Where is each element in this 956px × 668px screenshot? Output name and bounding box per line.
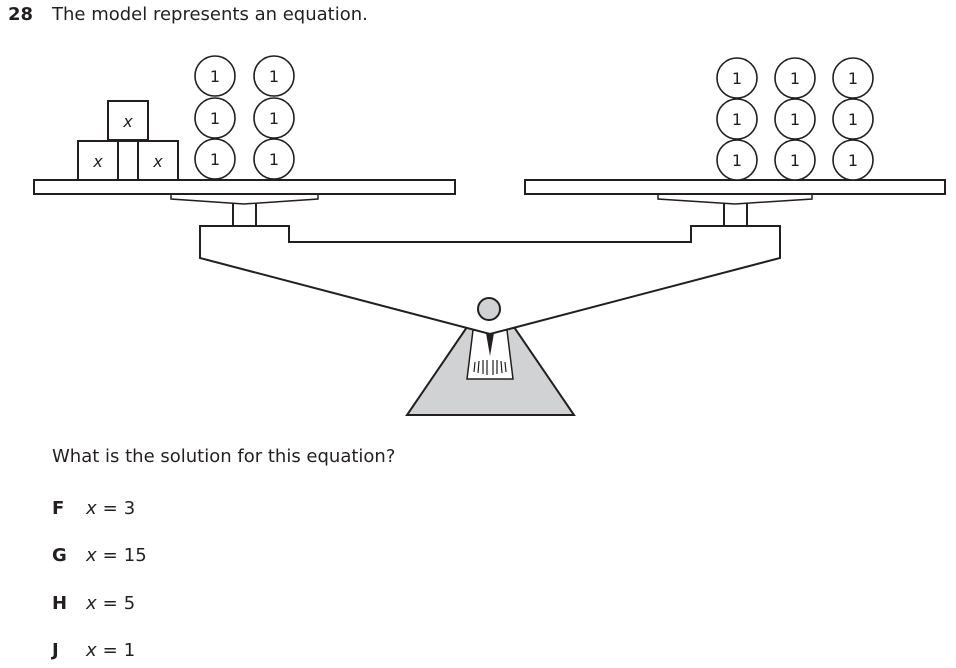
choice-value: 1 [123,640,136,661]
choice-value: 3 [123,498,136,519]
x-tile: x [107,100,149,141]
x-tile-label: x [152,152,163,171]
scale-pivot-knob [477,297,501,321]
x-tile-label: x [92,152,103,171]
choice-letter: H [52,593,68,614]
dial-needle [486,333,494,356]
left-pan-bracket [170,194,319,205]
unit-counter-label: 1 [210,67,220,86]
unit-counter-label: 1 [790,69,800,88]
left-pan [33,179,456,195]
answer-choice-f[interactable]: F x = 3 [52,498,135,519]
right-pan-bracket [657,194,813,205]
unit-counter: 1 [194,138,236,180]
balance-scale-model: x x x 1 1 1 1 1 1 1 1 1 1 1 1 1 1 1 [33,55,946,416]
unit-counter: 1 [253,55,295,97]
choice-variable: x [86,593,97,614]
choice-value: 5 [123,593,136,614]
x-tile: x [77,140,119,181]
question-number: 28 [8,4,34,25]
unit-counter: 1 [716,139,758,181]
unit-counter-label: 1 [732,151,742,170]
choice-letter: G [52,545,67,566]
unit-counter-label: 1 [269,150,279,169]
right-pan-post [723,200,748,227]
choice-equals: = [102,498,118,519]
tile-gap [117,140,139,181]
x-tile-label: x [122,112,133,131]
unit-counter: 1 [774,98,816,140]
choice-value: 15 [123,545,147,566]
unit-counter-label: 1 [848,151,858,170]
unit-counter-label: 1 [210,150,220,169]
unit-counter: 1 [253,97,295,139]
unit-counter: 1 [253,138,295,180]
unit-counter-label: 1 [848,110,858,129]
unit-counter-label: 1 [732,69,742,88]
choice-letter: F [52,498,65,519]
unit-counter: 1 [774,139,816,181]
unit-counter: 1 [774,57,816,99]
choice-letter: J [52,640,59,661]
unit-counter: 1 [716,98,758,140]
unit-counter: 1 [194,55,236,97]
choice-variable: x [86,498,97,519]
answer-choice-g[interactable]: G x = 15 [52,545,147,566]
dial-ticks [473,360,507,375]
choice-equals: = [102,593,118,614]
left-pan-post [232,200,257,227]
choice-variable: x [86,640,97,661]
unit-counter-label: 1 [790,151,800,170]
unit-counter-label: 1 [790,110,800,129]
unit-counter-label: 1 [269,67,279,86]
unit-counter: 1 [832,57,874,99]
right-pan [524,179,946,195]
unit-counter: 1 [832,98,874,140]
unit-counter: 1 [832,139,874,181]
answer-choice-h[interactable]: H x = 5 [52,593,135,614]
answer-choice-j[interactable]: J x = 1 [52,640,135,661]
unit-counter-label: 1 [732,110,742,129]
choice-variable: x [86,545,97,566]
unit-counter: 1 [194,97,236,139]
unit-counter-label: 1 [269,109,279,128]
unit-counter-label: 1 [210,109,220,128]
unit-counter: 1 [716,57,758,99]
question-prompt: What is the solution for this equation? [52,446,396,467]
question-stem: The model represents an equation. [52,4,368,25]
x-tile: x [137,140,179,181]
choice-equals: = [102,640,118,661]
choice-equals: = [102,545,118,566]
unit-counter-label: 1 [848,69,858,88]
